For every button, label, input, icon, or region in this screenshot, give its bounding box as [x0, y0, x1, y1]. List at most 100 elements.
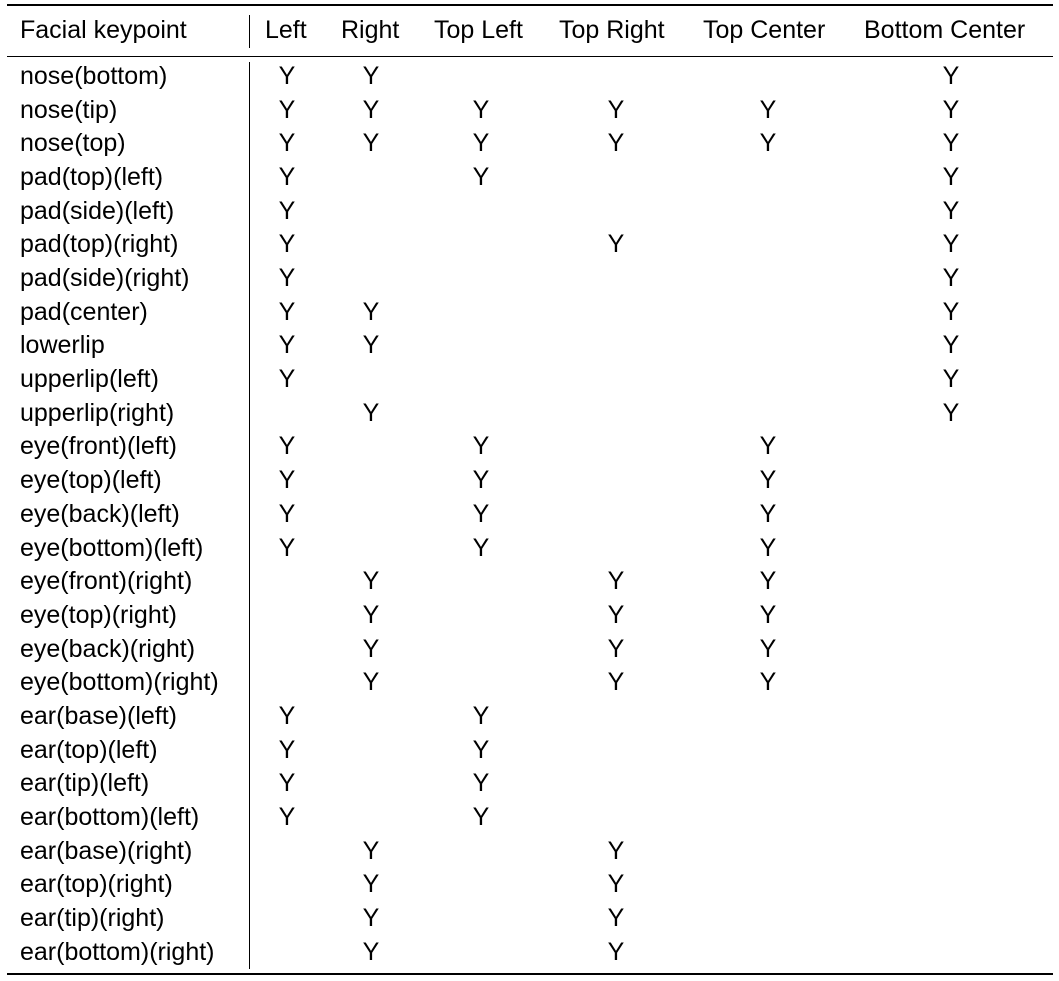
table-cell-mark: Y	[362, 668, 380, 696]
table-cell-mark: Y	[607, 601, 625, 629]
table-cell-mark: Y	[362, 635, 380, 663]
header-top-right: Top Right	[559, 16, 665, 44]
header-right: Right	[341, 16, 400, 44]
table-cell-mark: Y	[942, 197, 960, 225]
keypoint-name: nose(tip)	[20, 96, 118, 124]
keypoint-name: pad(center)	[20, 298, 148, 326]
table-cell-mark: Y	[472, 534, 490, 562]
table-cell-mark: Y	[942, 331, 960, 359]
table-cell-mark: Y	[942, 365, 960, 393]
table-cell-mark: Y	[278, 702, 296, 730]
table-cell-mark: Y	[278, 96, 296, 124]
table-cell-mark: Y	[607, 837, 625, 865]
header-rule	[7, 56, 1053, 57]
table-cell-mark: Y	[472, 466, 490, 494]
header-top-left: Top Left	[434, 16, 523, 44]
table-cell-mark: Y	[759, 500, 777, 528]
table-bottom-rule	[7, 973, 1053, 975]
table-cell-mark: Y	[278, 264, 296, 292]
table-cell-mark: Y	[472, 736, 490, 764]
table-cell-mark: Y	[472, 702, 490, 730]
keypoint-name: pad(side)(left)	[20, 197, 175, 225]
table-cell-mark: Y	[362, 870, 380, 898]
table-cell-mark: Y	[942, 264, 960, 292]
table-cell-mark: Y	[942, 96, 960, 124]
table-cell-mark: Y	[942, 62, 960, 90]
table-cell-mark: Y	[278, 230, 296, 258]
keypoint-name: ear(tip)(left)	[20, 769, 150, 797]
table-cell-mark: Y	[278, 365, 296, 393]
keypoint-name: upperlip(right)	[20, 399, 175, 427]
table-cell-mark: Y	[607, 668, 625, 696]
keypoint-name: pad(top)(left)	[20, 163, 164, 191]
table-top-rule	[7, 4, 1053, 6]
header-facial-keypoint: Facial keypoint	[20, 16, 187, 44]
header-top-center: Top Center	[703, 16, 826, 44]
keypoint-name: ear(top)(left)	[20, 736, 158, 764]
table-cell-mark: Y	[362, 837, 380, 865]
table-cell-mark: Y	[472, 163, 490, 191]
table-cell-mark: Y	[607, 129, 625, 157]
keypoint-name: nose(top)	[20, 129, 126, 157]
table-cell-mark: Y	[362, 399, 380, 427]
table-cell-mark: Y	[607, 567, 625, 595]
table-cell-mark: Y	[942, 129, 960, 157]
header-column-divider	[249, 15, 250, 48]
table-cell-mark: Y	[759, 466, 777, 494]
table-cell-mark: Y	[278, 769, 296, 797]
table-cell-mark: Y	[472, 96, 490, 124]
table-cell-mark: Y	[759, 129, 777, 157]
table-cell-mark: Y	[472, 769, 490, 797]
table-cell-mark: Y	[607, 870, 625, 898]
keypoint-name: ear(base)(left)	[20, 702, 177, 730]
body-column-divider	[249, 62, 250, 969]
keypoint-name: eye(top)(right)	[20, 601, 177, 629]
keypoint-name: ear(base)(right)	[20, 837, 193, 865]
table-cell-mark: Y	[362, 298, 380, 326]
table-cell-mark: Y	[362, 938, 380, 966]
table-cell-mark: Y	[759, 567, 777, 595]
keypoint-name: pad(top)(right)	[20, 230, 179, 258]
table-cell-mark: Y	[759, 668, 777, 696]
table-cell-mark: Y	[278, 736, 296, 764]
table-cell-mark: Y	[472, 129, 490, 157]
keypoint-name: ear(bottom)(left)	[20, 803, 200, 831]
table-cell-mark: Y	[607, 904, 625, 932]
table-cell-mark: Y	[278, 500, 296, 528]
keypoint-name: lowerlip	[20, 331, 105, 359]
table-cell-mark: Y	[472, 432, 490, 460]
table-cell-mark: Y	[472, 803, 490, 831]
table-cell-mark: Y	[278, 129, 296, 157]
table-cell-mark: Y	[942, 399, 960, 427]
table-cell-mark: Y	[759, 534, 777, 562]
table-cell-mark: Y	[942, 230, 960, 258]
keypoint-name: pad(side)(right)	[20, 264, 190, 292]
table-cell-mark: Y	[607, 938, 625, 966]
keypoint-name: eye(front)(right)	[20, 567, 193, 595]
table-cell-mark: Y	[278, 197, 296, 225]
table-cell-mark: Y	[472, 500, 490, 528]
table-cell-mark: Y	[362, 62, 380, 90]
keypoint-name: eye(bottom)(left)	[20, 534, 204, 562]
keypoint-name: nose(bottom)	[20, 62, 168, 90]
table-cell-mark: Y	[607, 96, 625, 124]
table-cell-mark: Y	[362, 567, 380, 595]
keypoint-name: eye(bottom)(right)	[20, 668, 219, 696]
table-cell-mark: Y	[278, 298, 296, 326]
table-cell-mark: Y	[278, 331, 296, 359]
keypoint-name: eye(back)(left)	[20, 500, 180, 528]
keypoint-name: ear(top)(right)	[20, 870, 173, 898]
table-cell-mark: Y	[278, 432, 296, 460]
table-cell-mark: Y	[278, 803, 296, 831]
table-cell-mark: Y	[362, 601, 380, 629]
keypoint-name: eye(back)(right)	[20, 635, 196, 663]
table-cell-mark: Y	[362, 96, 380, 124]
table-cell-mark: Y	[362, 904, 380, 932]
table-cell-mark: Y	[942, 163, 960, 191]
table-cell-mark: Y	[607, 635, 625, 663]
table-cell-mark: Y	[278, 62, 296, 90]
table-cell-mark: Y	[942, 298, 960, 326]
table-cell-mark: Y	[607, 230, 625, 258]
keypoint-name: ear(tip)(right)	[20, 904, 165, 932]
table-cell-mark: Y	[759, 432, 777, 460]
